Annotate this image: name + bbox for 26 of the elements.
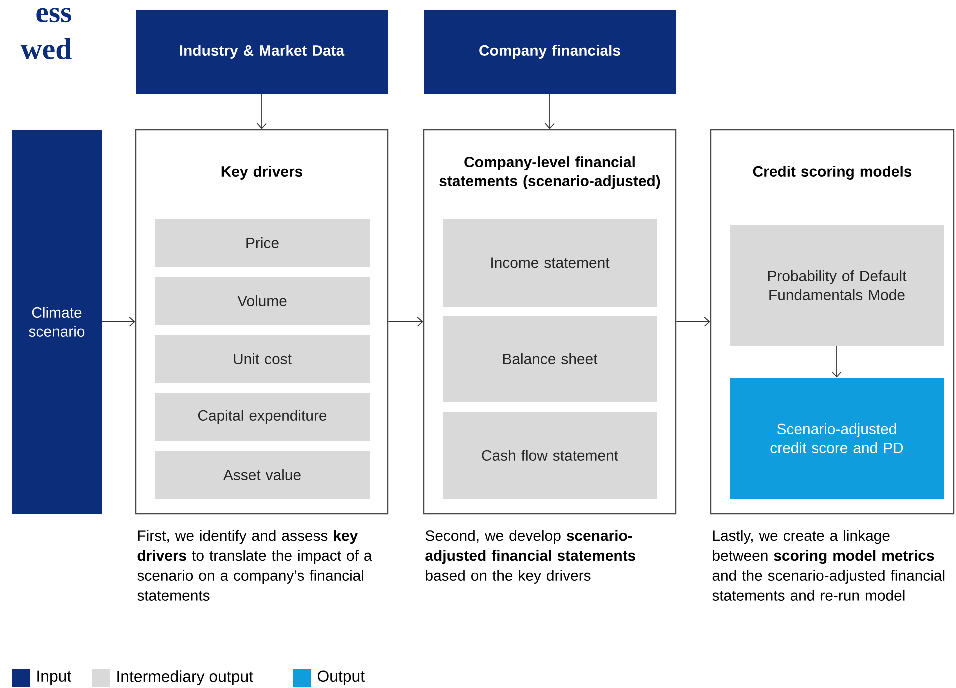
legend-label: Output xyxy=(318,670,365,686)
arrow xyxy=(832,346,842,378)
input-box: Climate scenario xyxy=(12,130,102,514)
legend-label: Input xyxy=(38,670,72,686)
arrow xyxy=(102,317,136,327)
legend-label: Intermediary output xyxy=(118,670,254,686)
description-text: Lastly, we create a linkage between scoring model metrics and the scenario-adjusted financial statements and re-run model xyxy=(712,530,945,601)
intermediary-box: Asset value xyxy=(155,451,370,499)
intermediary-box: Income statement xyxy=(443,219,657,307)
arrow xyxy=(388,317,424,327)
intermediary-box: Balance sheet xyxy=(443,316,657,402)
arrow xyxy=(676,317,710,327)
intermediary-box: Unit cost xyxy=(155,335,370,383)
output-box: Scenario-adjusted credit score and PD xyxy=(730,378,944,499)
description-text: Second, we develop scenario-adjusted financial statements based on the key drivers xyxy=(426,530,636,584)
arrow xyxy=(545,94,555,130)
description-text: First, we identify and assess key drivers to translate the impact of a scenario on a company’s financial statements xyxy=(138,530,372,601)
input-box: Industry & Market Data xyxy=(136,10,388,94)
intermediary-box: Price xyxy=(155,219,370,267)
input-box: Company financials xyxy=(424,10,676,94)
arrow xyxy=(257,94,267,130)
intermediary-box: Probability of Default Fundamentals Mode xyxy=(730,225,944,346)
intermediary-box: Volume xyxy=(155,277,370,325)
intermediary-box: Capital expenditure xyxy=(155,393,370,441)
intermediary-box: Cash flow statement xyxy=(443,412,657,499)
title: ess wed xyxy=(20,8,72,60)
